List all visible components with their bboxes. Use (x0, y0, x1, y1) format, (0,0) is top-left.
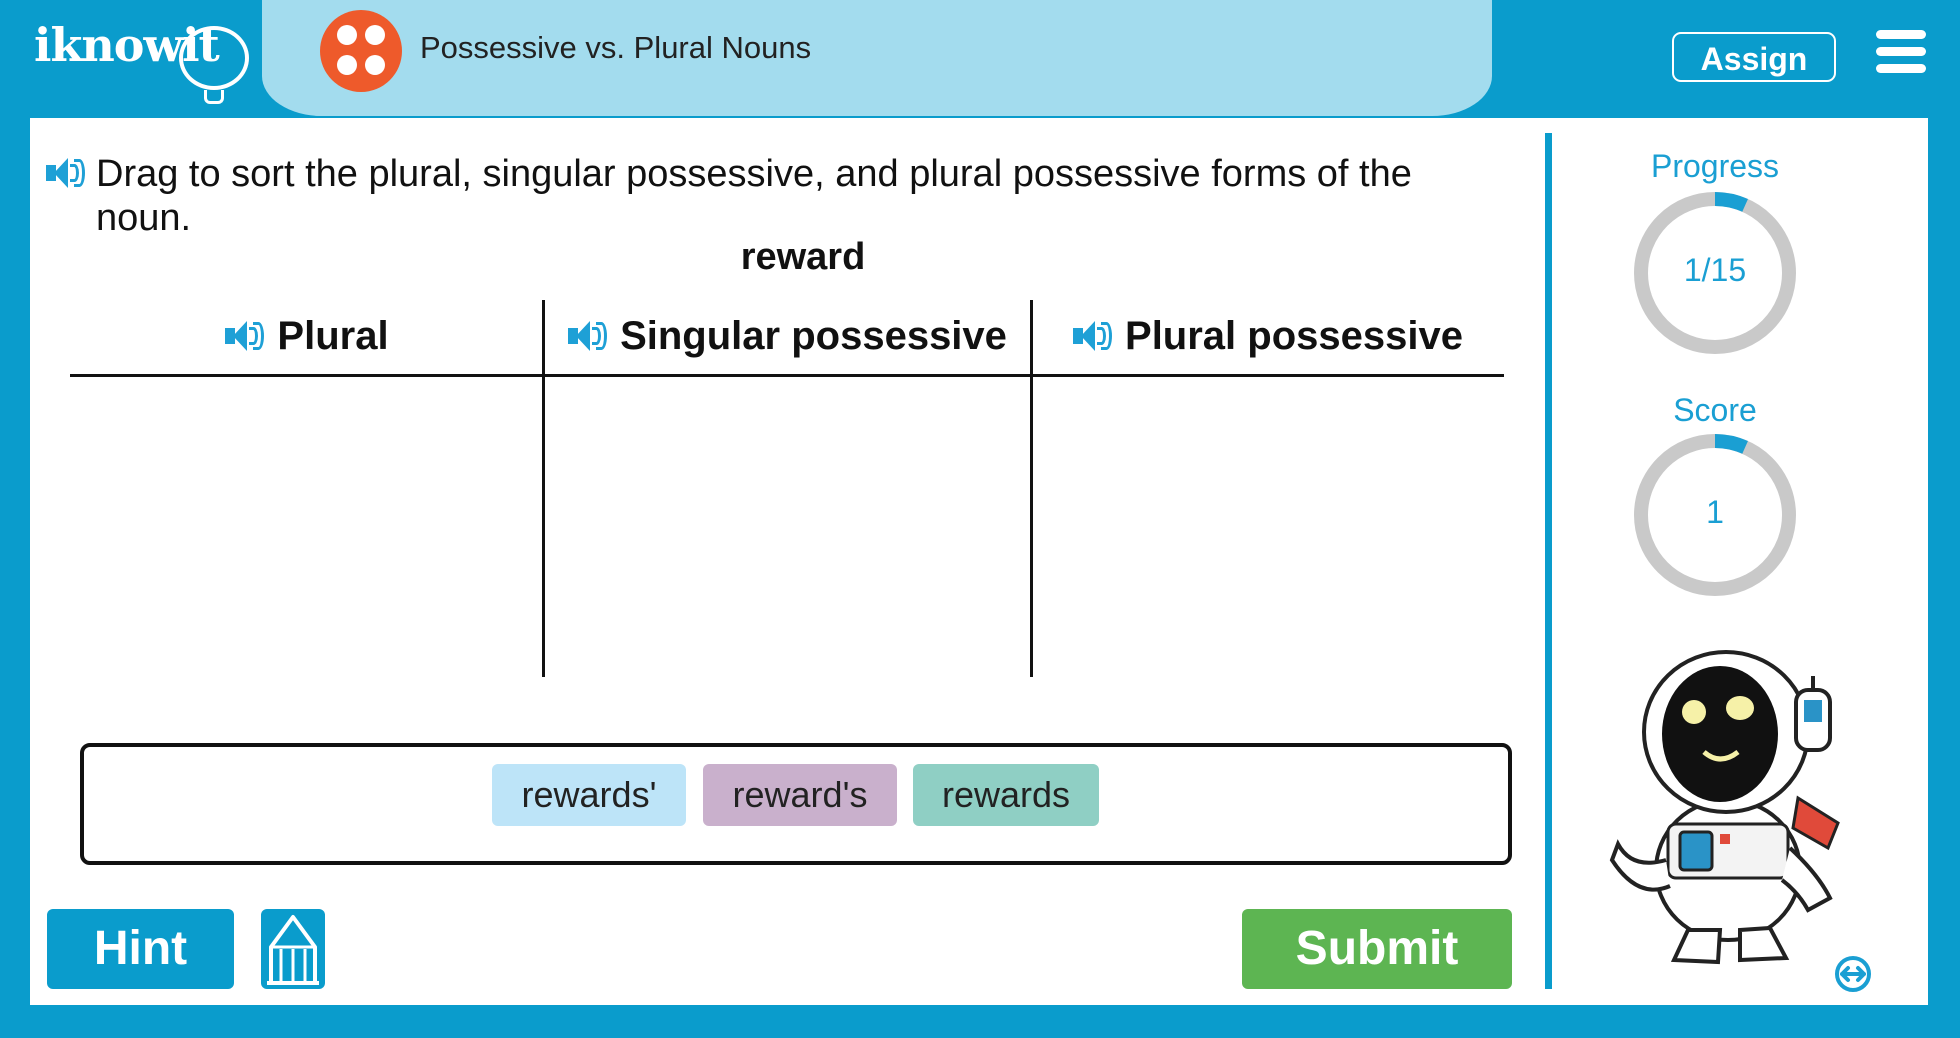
column-header-plural-possessive: Plural possessive (1033, 308, 1503, 364)
column-divider (1030, 300, 1033, 677)
lesson-dice-icon (320, 10, 402, 92)
column-divider (542, 300, 545, 677)
word-chip[interactable]: rewards (913, 764, 1099, 826)
logo[interactable]: iknowit (34, 18, 249, 104)
lightbulb-base (204, 90, 224, 104)
robot-mascot (1609, 650, 1840, 965)
speaker-icon[interactable] (46, 156, 88, 190)
speaker-icon[interactable] (225, 319, 267, 353)
resize-icon[interactable] (1833, 954, 1873, 994)
column-label: Plural (277, 313, 389, 358)
lesson-title: Possessive vs. Plural Nouns (420, 30, 812, 65)
word-bank[interactable] (80, 743, 1512, 865)
target-word: reward (740, 236, 866, 278)
speaker-icon[interactable] (1073, 319, 1115, 353)
glossary-button[interactable] (261, 909, 325, 989)
progress-arc (1634, 192, 1796, 354)
instruction-text: Drag to sort the plural, singular posses… (96, 153, 1412, 239)
column-label: Plural possessive (1125, 313, 1463, 358)
instruction: Drag to sort the plural, singular posses… (46, 152, 1486, 240)
score-arc (1634, 434, 1796, 596)
column-label: Singular possessive (620, 313, 1007, 358)
column-header-plural: Plural (72, 308, 542, 364)
speaker-icon[interactable] (568, 319, 610, 353)
score-ring (1634, 434, 1796, 596)
table-header-divider (70, 374, 1504, 377)
drop-zone-singular-possessive[interactable] (546, 378, 1028, 676)
word-chip[interactable]: rewards' (492, 764, 686, 826)
word-chip[interactable]: reward's (703, 764, 897, 826)
progress-label: Progress (1650, 148, 1780, 184)
column-header-singular-possessive: Singular possessive (545, 308, 1030, 364)
progress-ring (1634, 192, 1796, 354)
score-label: Score (1673, 392, 1757, 428)
glossary-icon (267, 915, 319, 985)
assign-button[interactable]: Assign (1672, 32, 1836, 82)
menu-icon[interactable] (1876, 30, 1926, 74)
submit-button[interactable]: Submit (1242, 909, 1512, 989)
lightbulb-icon (179, 26, 249, 90)
hint-button[interactable]: Hint (47, 909, 234, 989)
progress-value: 1/15 (1683, 252, 1747, 288)
lesson-header (262, 0, 1492, 116)
drop-zone-plural-possessive[interactable] (1034, 378, 1504, 676)
panel-divider (1545, 133, 1552, 989)
score-value: 1 (1706, 494, 1724, 530)
drop-zone-plural[interactable] (72, 378, 540, 676)
